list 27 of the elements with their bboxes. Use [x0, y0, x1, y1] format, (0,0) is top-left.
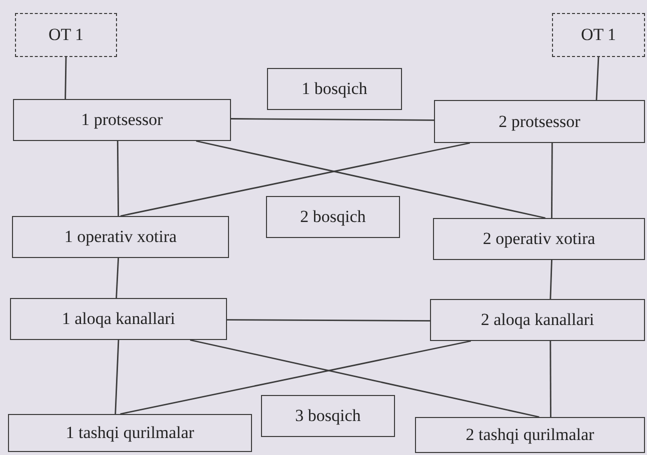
connector-line — [120, 142, 470, 217]
process-box: 1 bosqich — [267, 68, 402, 110]
process-box: 2 operativ xotira — [433, 218, 645, 260]
connector-line — [231, 118, 434, 121]
connector-line — [227, 319, 430, 322]
process-box: 1 protsessor — [13, 99, 231, 141]
connector-line — [550, 341, 552, 417]
connector-line — [190, 339, 540, 418]
dashed-box: OT 1 — [15, 13, 117, 57]
process-box: 1 tashqi qurilmalar — [8, 414, 252, 452]
connector-line — [196, 140, 546, 219]
connector-line — [116, 141, 120, 216]
connector-line — [64, 56, 67, 100]
process-box: 2 aloqa kanallari — [430, 299, 645, 341]
process-box: 1 aloqa kanallari — [10, 298, 227, 340]
process-box: 2 protsessor — [434, 100, 645, 143]
connector-line — [551, 143, 553, 218]
connector-line — [116, 258, 120, 298]
process-box: 2 bosqich — [266, 196, 400, 238]
connector-line — [550, 260, 552, 300]
process-box: 3 bosqich — [261, 395, 395, 437]
connector-line — [596, 56, 600, 100]
dashed-box: OT 1 — [552, 13, 645, 57]
process-box: 2 tashqi qurilmalar — [415, 417, 645, 453]
connector-line — [120, 340, 471, 415]
connector-line — [114, 340, 120, 414]
process-box: 1 operativ xotira — [12, 216, 229, 258]
